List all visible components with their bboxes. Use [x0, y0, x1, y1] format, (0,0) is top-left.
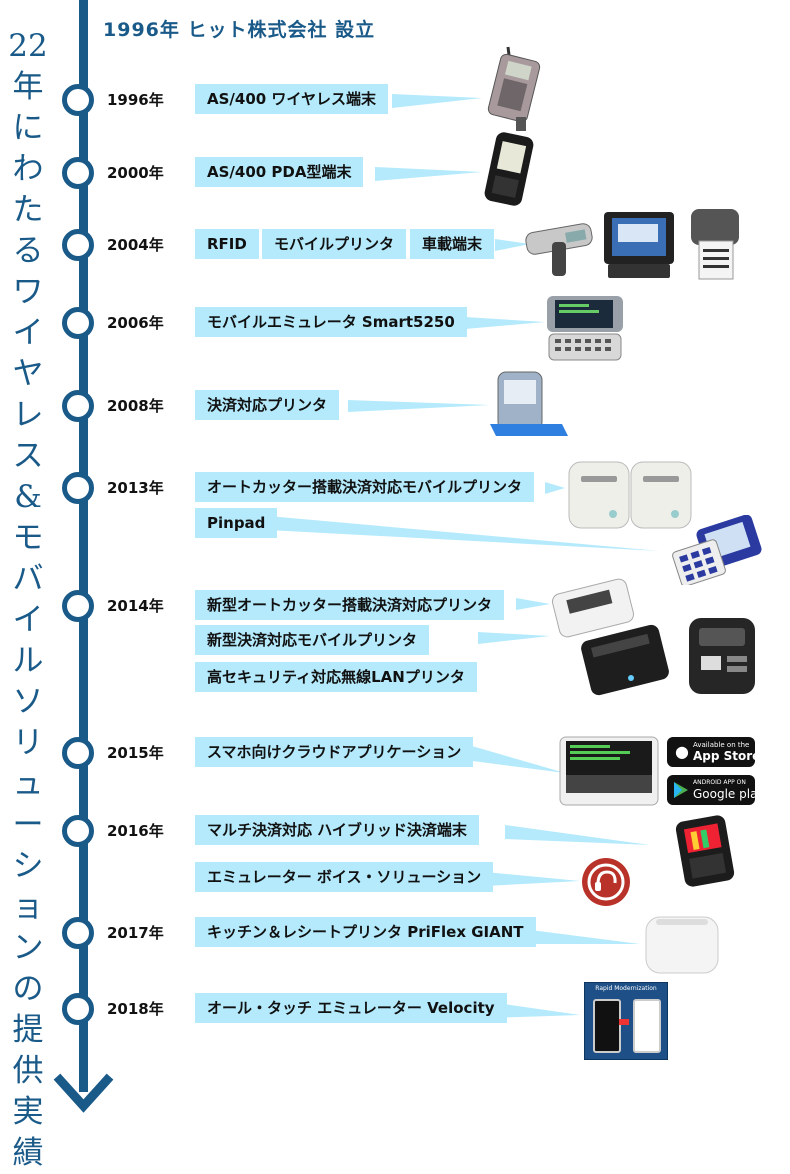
timeline-node	[62, 590, 94, 622]
product-label: キッチン＆レシートプリンタ PriFlex GIANT	[195, 917, 536, 947]
timeline-node	[62, 737, 94, 769]
tablet-app-image	[559, 736, 659, 806]
pinpad-image	[672, 515, 762, 585]
timeline-node	[62, 472, 94, 504]
year-label: 1996年	[107, 91, 164, 109]
year-label: 2013年	[107, 479, 164, 497]
product-label: スマホ向けクラウドアプリケーション	[195, 737, 474, 767]
pda-terminal-image	[484, 132, 534, 206]
product-label: 決済対応プリンタ	[195, 390, 340, 420]
payment-printer-image	[490, 371, 568, 436]
velocity-screenshot-image: Rapid Modernization	[584, 982, 668, 1060]
play-icon	[674, 782, 688, 798]
product-label: 高セキュリティ対応無線LANプリンタ	[195, 662, 477, 692]
year-label: 2014年	[107, 597, 164, 615]
wlan-printer-image	[689, 618, 755, 694]
product-label: モバイルプリンタ	[262, 229, 407, 259]
google-play-badge[interactable]: ANDROID APP ON Google play	[667, 775, 765, 805]
headset-voice-icon	[582, 858, 630, 906]
year-label: 2015年	[107, 744, 164, 762]
priflex-giant-image	[645, 916, 719, 974]
product-label: AS/400 PDA型端末	[195, 157, 364, 187]
app-store-badge[interactable]: ● Available on the App Store	[667, 737, 760, 767]
product-label: マルチ決済対応 ハイブリッド決済端末	[195, 815, 479, 845]
product-label: モバイルエミュレータ Smart5250	[195, 307, 467, 337]
rfid-scanner-image	[525, 223, 593, 276]
year-label: 2018年	[107, 1000, 164, 1018]
timeline-node	[62, 229, 94, 261]
product-label: 車載端末	[410, 229, 495, 259]
timeline-node	[62, 157, 94, 189]
vehicle-terminal-image	[604, 212, 674, 278]
connector-wedges	[268, 94, 660, 1018]
timeline-node	[62, 390, 94, 422]
product-label: Pinpad	[195, 508, 278, 538]
year-label: 2016年	[107, 822, 164, 840]
product-label: オール・タッチ エミュレーター Velocity	[195, 993, 507, 1023]
autocutter-printer-image	[568, 461, 630, 529]
hybrid-payment-terminal-image	[675, 815, 735, 887]
product-label: AS/400 ワイヤレス端末	[195, 84, 388, 114]
velocity-image-title: Rapid Modernization	[595, 985, 657, 992]
smartphone-image	[547, 296, 623, 361]
product-label: RFID	[195, 229, 259, 259]
mobile-printer-image	[691, 209, 739, 280]
timeline-axis	[53, 0, 660, 1113]
product-label: 新型決済対応モバイルプリンタ	[195, 625, 430, 655]
autocutter-printer-image	[630, 461, 692, 529]
timeline-node	[62, 815, 94, 847]
year-label: 2017年	[107, 924, 164, 942]
apple-icon: ●	[675, 742, 689, 761]
timeline-node	[62, 917, 94, 949]
app-store-small-text: Available on the	[693, 741, 750, 749]
founding-header: 1996年 ヒット株式会社 設立	[103, 19, 376, 41]
year-label: 2006年	[107, 314, 164, 332]
year-label: 2004年	[107, 236, 164, 254]
timeline-node	[62, 307, 94, 339]
new-autocutter-printer-image	[552, 578, 634, 638]
year-label: 2008年	[107, 397, 164, 415]
app-store-big-text: App Store	[693, 749, 761, 763]
product-label: 新型オートカッター搭載決済対応プリンタ	[195, 590, 505, 620]
google-play-big-text: Google play	[693, 787, 765, 801]
vertical-title: 22年にわたるワイヤレス&モバイルソリューションの提供実績	[8, 28, 48, 1171]
product-label: エミュレーター ボイス・ソリューション	[195, 862, 494, 892]
timeline-node	[62, 993, 94, 1025]
product-label: オートカッター搭載決済対応モバイルプリンタ	[195, 472, 535, 502]
year-label: 2000年	[107, 164, 164, 182]
new-mobile-printer-image	[581, 624, 669, 696]
wireless-terminal-image	[487, 46, 541, 131]
google-play-small-text: ANDROID APP ON	[693, 779, 746, 786]
timeline-node	[62, 84, 94, 116]
